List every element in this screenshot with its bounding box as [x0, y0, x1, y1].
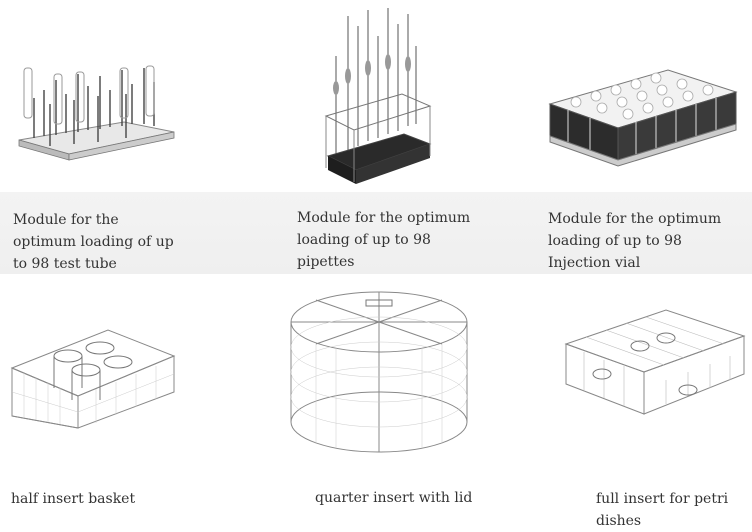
- petri-wire-basket-icon: [562, 300, 748, 430]
- test-tube-rack-icon: [14, 60, 184, 170]
- quarter-insert-caption: quarter insert with lid: [315, 490, 473, 506]
- vial-rack-icon: [546, 62, 742, 182]
- test-tube-module-caption: Module for the optimum loading of up to …: [13, 212, 174, 272]
- injection-vial-module-caption: Module for the optimum loading of up to …: [548, 211, 722, 271]
- pipette-module-caption: Module for the optimum loading of up to …: [297, 210, 471, 270]
- full-insert-petri-caption: full insert for petri dishes: [596, 491, 729, 529]
- wire-basket-icon: [8, 296, 178, 436]
- round-wire-basket-icon: [286, 282, 472, 462]
- half-insert-basket-caption: half insert basket: [11, 491, 136, 507]
- caption-band: [0, 192, 752, 274]
- pipette-rack-icon: [312, 6, 442, 192]
